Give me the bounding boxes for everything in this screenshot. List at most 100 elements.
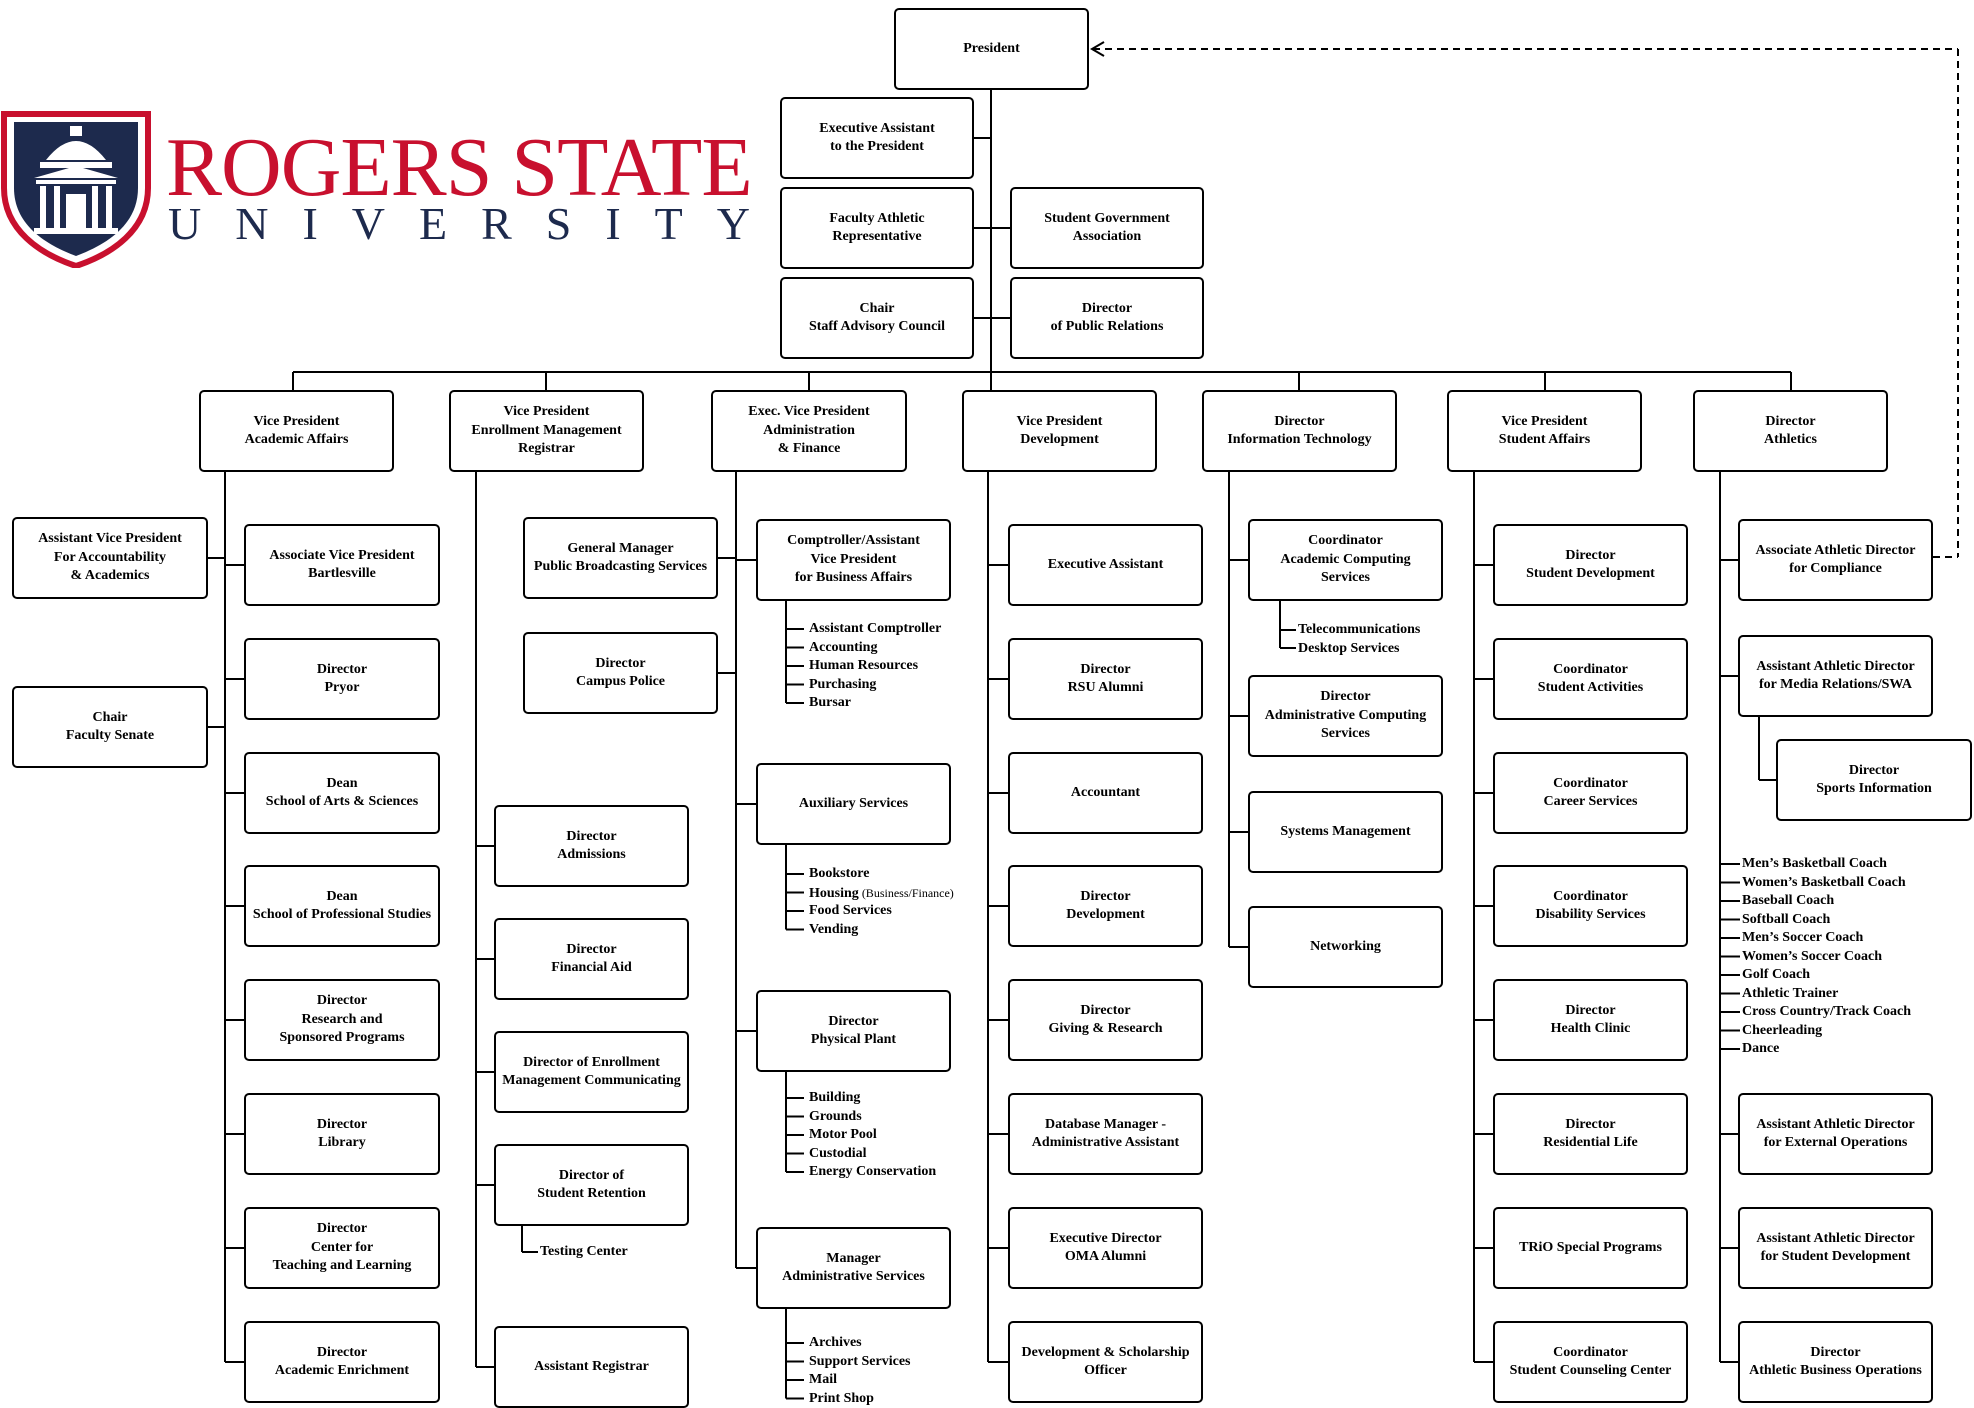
athletics-coach-item: Golf Coach [1742,968,1810,982]
list-item-text: Motor Pool [809,1127,877,1142]
box-text-line: Director [566,941,617,957]
box-text-line: Services [1321,726,1370,742]
list-item-text: Bookstore [809,866,870,881]
box-text-line: Dean [326,888,358,904]
box-text-line: Database Manager - [1044,1116,1167,1132]
box-text-line: Coordinator [1553,775,1628,791]
comptroller-list-item: Bursar [809,696,851,710]
box-text-line: Director [1565,1116,1616,1132]
box-text-line: Administrative Services [782,1269,925,1284]
comptroller-list-item: Assistant Comptroller [809,622,941,636]
box-text-line: Director [316,661,368,677]
box-text-line: Services [1321,570,1370,586]
admin-services-list-item: Print Shop [809,1390,874,1406]
admin-finance-unit-box: Auxiliary Services [756,763,951,845]
box-text-line: Assistant Athletic Director [1756,658,1915,674]
box-text-line: Athletics [1764,432,1817,447]
box-text-line: Director [1080,1002,1131,1018]
box-text-line: Student Retention [537,1186,646,1201]
box-text-line: Vice President [503,404,590,420]
athletics-coach-item: Men’s Basketball Coach [1742,857,1887,871]
box-text-line: Association [1072,229,1142,244]
box-text-line: Director of Enrollment [523,1054,660,1070]
box-text-line: Director [1848,762,1900,778]
box-text-line: Director [1565,1002,1616,1018]
list-item-text: Bursar [809,695,851,710]
box-text-line: Dean [326,775,358,791]
box-text-line: Athletic Business Operations [1749,1363,1922,1378]
box-text-line: Vice President [810,551,897,567]
box-text-line: Pryor [324,680,360,695]
box-text-line: Registrar [518,441,575,457]
list-item-text: Print Shop [809,1390,874,1406]
box-text-line: Associate Athletic Director [1755,542,1916,558]
box-text-line: Physical Plant [810,1032,897,1047]
box-text-line: Director [316,993,368,1009]
box-text-line: Financial Aid [551,960,632,975]
box-text-line: Sports Information [1816,781,1932,796]
list-item-text: Mail [809,1372,837,1387]
list-item-text: Assistant Comptroller [809,621,942,636]
box-text-line: Director [595,655,646,671]
list-item-text: Food Services [809,903,892,918]
logo-wordmark-rogers-state: ROGERS STATE [166,121,753,214]
box-text-line: Sponsored Programs [279,1030,405,1046]
box-text-line: Student Development [1526,566,1655,581]
box-text-line: Development [1066,907,1145,922]
box-text-line: Comptroller/Assistant [787,533,920,549]
list-item-text: Testing Center [540,1244,628,1259]
athletics-coach-item: Softball Coach [1742,912,1830,927]
list-item-text: Telecommunications [1298,622,1421,637]
box-text-line: Coordinator [1308,533,1383,549]
box-text-line: Accountant [1070,784,1141,800]
box-text-line: Director [1080,888,1131,904]
box-text-line: Assistant Athletic Director [1756,1116,1915,1132]
athletics-coach-item: Dance [1742,1042,1779,1056]
athletics-coach-item: Women’s Basketball Coach [1742,875,1906,890]
box-text-line: Academic Affairs [244,432,349,447]
comptroller-list-item: Human Resources [809,659,918,673]
box-text-line: Admissions [557,847,626,862]
academic-computing-list-item: Telecommunications [1298,623,1420,637]
university-logo: ROGERS STATE UNIVERSITY [0,108,753,268]
box-text-line: Research and [301,1011,383,1027]
box-text-line: Director [316,1116,368,1132]
box-text-line: Administration [763,422,855,438]
box-text-line: Networking [1310,938,1381,954]
box-text-line: General Manager [567,540,674,556]
list-item-text: Grounds [809,1108,862,1124]
arrowhead-icon [1090,41,1105,57]
box-text-line: & Finance [777,441,841,457]
development-unit-box: Database Manager - Administrative Assista… [1008,1093,1203,1175]
box-text-line: Center for [310,1239,374,1255]
box-text-line: Chair [92,709,128,725]
list-item-text: Archives [809,1335,862,1350]
list-item-text: Cheerleading [1742,1022,1823,1038]
box-text-line: Administrative Assistant [1031,1135,1180,1150]
athletics-coach-item: Women’s Soccer Coach [1742,949,1882,964]
list-item-text: Athletic Trainer [1742,985,1839,1001]
